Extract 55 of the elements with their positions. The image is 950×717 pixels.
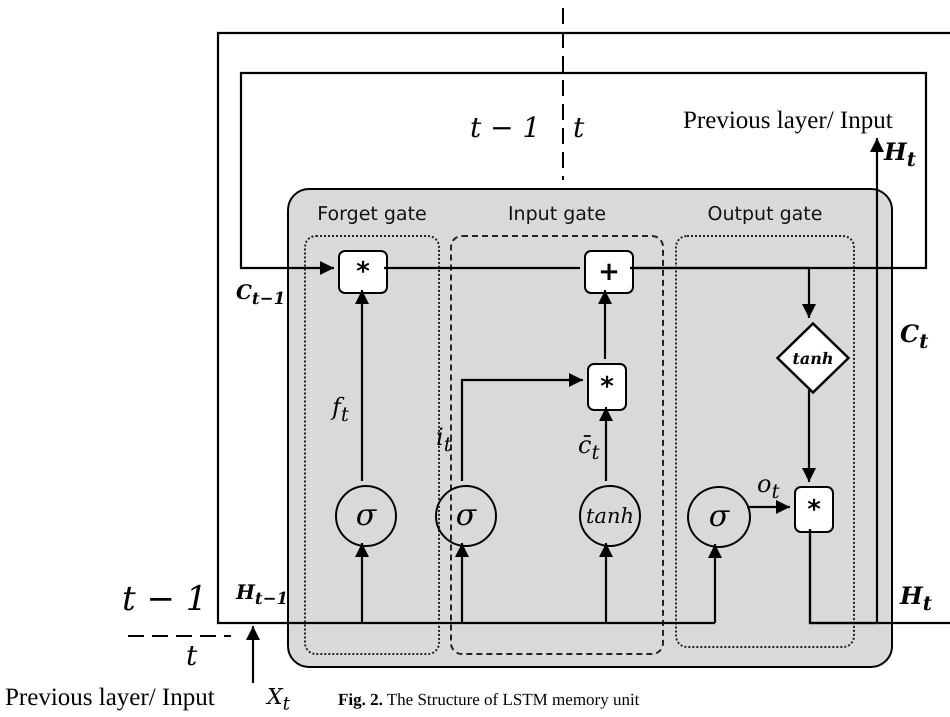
arrow: [599, 407, 613, 481]
math-label: t: [573, 114, 584, 142]
arrow: [747, 500, 790, 514]
operator-symbol: +: [598, 259, 620, 285]
arrow: [599, 543, 613, 623]
math-label: H$_{t−1}$: [236, 582, 288, 607]
math-label: H$_{t}$: [900, 584, 932, 613]
math-label: H$_{t}$: [884, 140, 916, 169]
connector-line: [384, 266, 580, 270]
connector-line: [216, 32, 950, 624]
math-label: t: [186, 642, 198, 670]
operation-box: [587, 363, 627, 411]
operator-symbol: *: [600, 374, 614, 400]
operator-symbol: *: [356, 259, 370, 285]
arrow: [598, 290, 612, 359]
activation-circle: [579, 485, 641, 547]
edge-label: o$_{t}$: [757, 472, 780, 501]
output-target-text: Previous layer/ Input: [683, 106, 923, 138]
arrow: [240, 72, 928, 275]
edge-label: i$_{t}$: [436, 425, 452, 454]
arrow: [630, 266, 816, 318]
gate-title: Output gate: [706, 203, 824, 225]
activation-circle: [687, 486, 751, 548]
activation-name: tanh: [792, 348, 834, 368]
activation-name: σ: [356, 501, 376, 531]
arrow: [708, 544, 722, 623]
activation-name: tanh: [586, 506, 634, 526]
activation-circle: [435, 485, 497, 547]
arrow: [802, 390, 816, 482]
operation-box: [584, 250, 634, 294]
operator-symbol: *: [807, 496, 821, 522]
activation-diamond: [776, 322, 850, 394]
gate-title: Input gate: [506, 203, 608, 225]
edge-label: f$_{t}$: [332, 395, 349, 424]
arrow: [455, 543, 469, 623]
input-symbol: X$_{t}$: [267, 687, 290, 714]
connector-line: [808, 529, 950, 624]
arrow: [355, 290, 369, 481]
math-label: t − 1: [470, 114, 540, 142]
arrow: [460, 373, 583, 481]
activation-circle: [335, 485, 397, 547]
operation-box: [338, 250, 388, 294]
edge-label: c̄$_{t}$: [578, 433, 600, 462]
math-label: C$_{t}$: [900, 322, 928, 351]
memory-unit-panel: [287, 188, 893, 668]
operation-box: [794, 486, 834, 533]
arrow: [246, 626, 260, 683]
input-source-text: Previous layer/ Input: [5, 683, 215, 713]
math-label: t − 1: [122, 582, 208, 616]
arrow: [355, 543, 369, 623]
math-label: C$_{t−1}$: [236, 282, 286, 307]
gate-title: Forget gate: [316, 203, 428, 225]
activation-name: σ: [708, 502, 730, 532]
figure-caption: Fig. 2. The Structure of LSTM memory unit: [338, 690, 640, 710]
activation-name: σ: [456, 501, 476, 531]
